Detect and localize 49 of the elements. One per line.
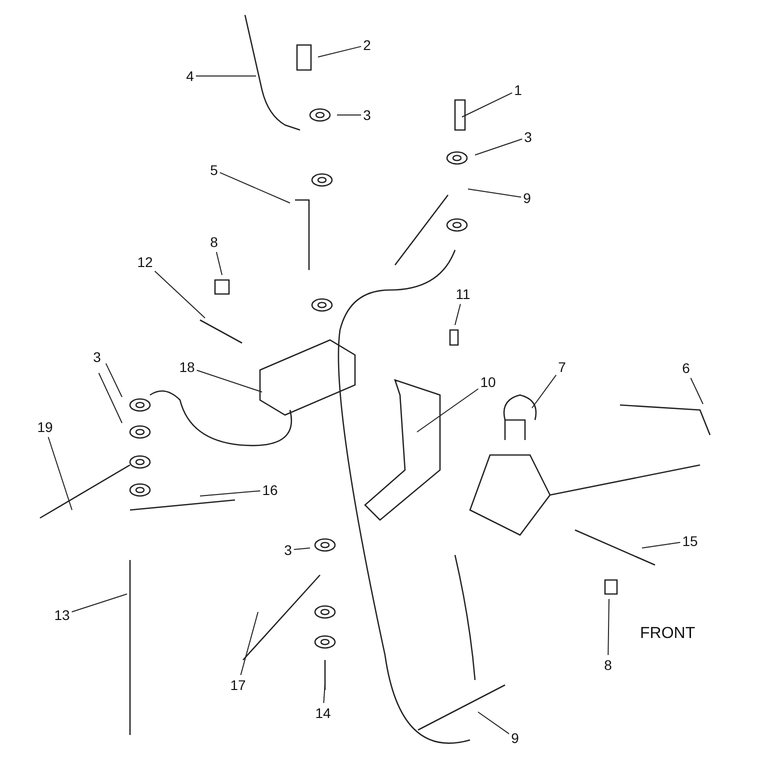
leader-line — [48, 436, 72, 510]
leader-line — [105, 362, 122, 398]
callout-number: 13 — [54, 607, 70, 623]
leader-line — [474, 138, 523, 156]
leader-line — [416, 388, 479, 432]
leader-line — [608, 598, 610, 656]
callout-number: 3 — [93, 349, 101, 365]
callout-number: 3 — [284, 542, 292, 558]
callout-number: 12 — [137, 254, 153, 270]
callout-number: 18 — [179, 359, 195, 375]
leader-line — [318, 46, 362, 58]
callout-number: 1 — [514, 82, 522, 98]
callout-number: 6 — [682, 360, 690, 376]
leader-line — [154, 270, 206, 318]
leader-line — [98, 372, 122, 424]
leader-line — [200, 490, 261, 496]
callout-number: 9 — [523, 190, 531, 206]
callout-number: 9 — [511, 730, 519, 746]
callout-number: 4 — [186, 68, 194, 84]
callout-number: 3 — [524, 129, 532, 145]
leader-line — [196, 370, 262, 392]
callout-number: 16 — [262, 482, 278, 498]
callout-number: 19 — [37, 419, 53, 435]
leader-line — [690, 378, 704, 404]
leader-line — [293, 548, 310, 550]
leader-line — [478, 712, 510, 734]
callout-number: 3 — [363, 107, 371, 123]
leader-line — [642, 542, 681, 548]
callout-number: 15 — [682, 533, 698, 549]
leader-line — [323, 684, 326, 704]
callout-number: 14 — [315, 705, 331, 721]
leader-line — [219, 172, 290, 204]
leader-line — [336, 114, 362, 116]
callout-number: 8 — [210, 234, 218, 250]
leader-line — [240, 612, 258, 676]
callout-number: 8 — [604, 657, 612, 673]
callout-number: 11 — [456, 286, 470, 302]
leader-line — [532, 374, 557, 408]
leader-line — [71, 594, 128, 612]
callout-number: 10 — [480, 374, 496, 390]
leader-line — [468, 188, 522, 198]
leader-line — [462, 92, 513, 118]
callout-number: 5 — [210, 162, 218, 178]
leader-line — [216, 252, 222, 276]
callout-number: 2 — [363, 37, 371, 53]
callout-number: 17 — [230, 677, 246, 693]
callout-number: 7 — [558, 359, 566, 375]
leader-line — [454, 304, 461, 326]
direction-label: FRONT — [640, 625, 696, 643]
